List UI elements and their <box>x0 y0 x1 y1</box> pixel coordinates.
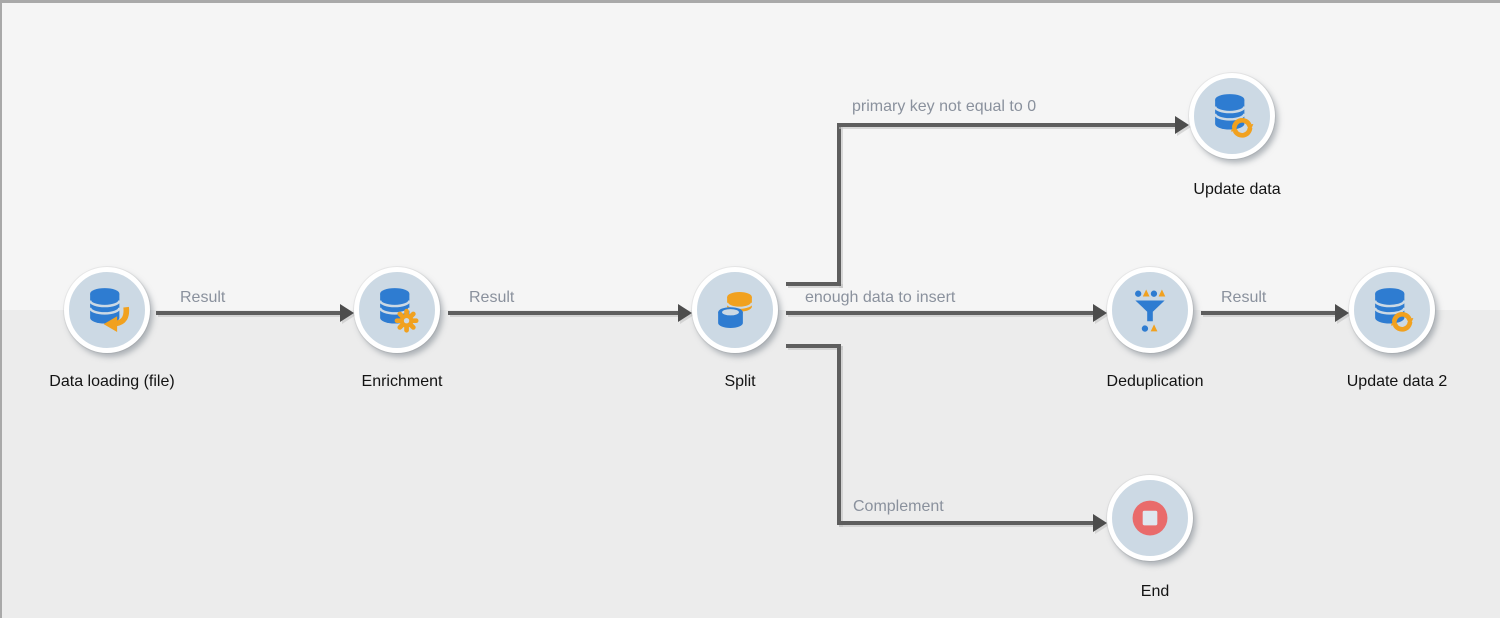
node-label-deduplication: Deduplication <box>1106 373 1204 390</box>
edge-line-result-1[interactable] <box>156 311 340 315</box>
funnel-icon <box>1135 289 1166 332</box>
edge-line-primary-key-stub[interactable] <box>786 282 841 286</box>
node-label-enrichment: Enrichment <box>361 373 443 390</box>
database-import-icon <box>88 288 130 332</box>
node-deduplication[interactable] <box>1107 267 1193 353</box>
database-gear-icon <box>378 288 419 333</box>
edge-label-complement[interactable]: Complement <box>853 498 944 515</box>
node-label-end: End <box>1140 583 1170 600</box>
edge-line-complement-stub[interactable] <box>786 344 841 348</box>
node-label-split: Split <box>724 373 756 390</box>
arrowhead-icon <box>1335 304 1349 322</box>
edge-label-result-3[interactable]: Result <box>1221 289 1267 306</box>
arrowhead-icon <box>1093 304 1107 322</box>
arrowhead-icon <box>678 304 692 322</box>
node-update-data[interactable] <box>1189 73 1275 159</box>
edge-label-primary-key[interactable]: primary key not equal to 0 <box>852 98 1037 115</box>
node-data-loading-file[interactable] <box>64 267 150 353</box>
node-label-update-data: Update data <box>1193 181 1281 198</box>
node-split[interactable] <box>692 267 778 353</box>
edge-line-complement-horizontal[interactable] <box>837 521 1093 525</box>
edge-line-result-3[interactable] <box>1201 311 1335 315</box>
split-cylinder-icon <box>718 292 753 328</box>
arrowhead-icon <box>1093 514 1107 532</box>
arrowhead-icon <box>340 304 354 322</box>
stop-icon <box>1132 500 1168 536</box>
edge-line-result-2[interactable] <box>448 311 678 315</box>
edge-label-result-2[interactable]: Result <box>469 289 515 306</box>
edge-line-enough-data[interactable] <box>786 311 1093 315</box>
edge-line-primary-key-vertical[interactable] <box>837 123 841 286</box>
arrowhead-icon <box>1175 116 1189 134</box>
edge-line-primary-key-horizontal[interactable] <box>837 123 1175 127</box>
node-update-data-2[interactable] <box>1349 267 1435 353</box>
node-end[interactable] <box>1107 475 1193 561</box>
edge-line-complement-vertical[interactable] <box>837 344 841 525</box>
edge-label-result-1[interactable]: Result <box>180 289 226 306</box>
database-refresh-icon <box>1213 94 1254 138</box>
database-refresh-icon <box>1373 288 1414 332</box>
edge-label-enough-data[interactable]: enough data to insert <box>805 289 956 306</box>
node-label-update-data-2: Update data 2 <box>1346 373 1448 390</box>
node-enrichment[interactable] <box>354 267 440 353</box>
node-label-data-loading-file: Data loading (file) <box>49 373 175 390</box>
